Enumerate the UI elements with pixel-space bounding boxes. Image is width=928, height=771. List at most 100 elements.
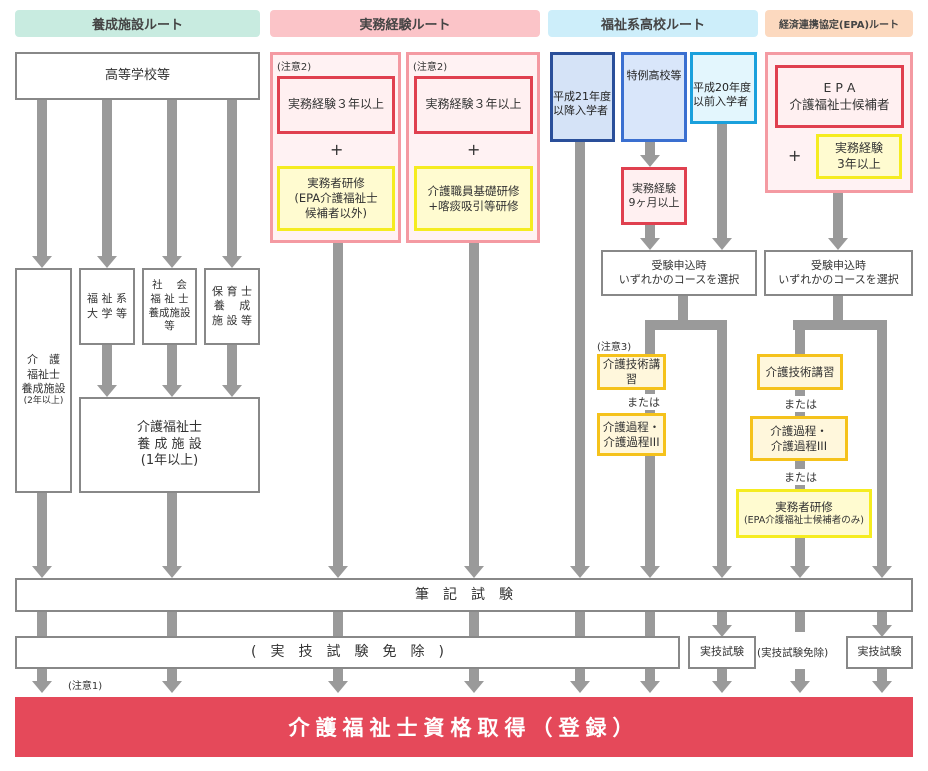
epa-candidate-box: E P A 介護福祉士候補者 (775, 65, 904, 128)
label: 介護過程III (603, 434, 660, 449)
care-technique-course-box: 介護技術講習 (597, 354, 666, 390)
label: 介護過程III (770, 438, 828, 453)
connector-line (575, 142, 585, 566)
arrow-down-icon (790, 681, 810, 693)
or-label: または (784, 396, 817, 412)
connector-line (877, 320, 887, 566)
label: 社 会 (152, 279, 187, 292)
childcare-facility-box: 保 育 士 養 成 施 設 等 (204, 268, 260, 345)
connector-line (167, 669, 177, 681)
connector-line (678, 296, 688, 325)
epa-practitioner-training-box: 実務者研修 (EPA介護福祉士候補者のみ) (736, 489, 872, 538)
label: 実務経験 (834, 140, 883, 155)
connector-line (333, 243, 343, 566)
label: 施 設 等 (212, 313, 252, 327)
arrow-down-icon (872, 566, 892, 578)
facility-1yr-box: 介護福祉士 養 成 施 設 (1年以上) (79, 397, 260, 493)
connector-line (167, 612, 177, 637)
note1-label: (注意1) (68, 681, 103, 692)
epa-care-process-course-box: 介護過程・ 介護過程III (750, 416, 848, 461)
label: 実務者研修 (775, 499, 833, 514)
label: 養成施設 (148, 306, 191, 319)
header-training-route: 養成施設ルート (15, 10, 260, 37)
label: 平成20年度 (693, 81, 751, 95)
arrow-down-icon (97, 256, 117, 268)
connector-line (645, 142, 655, 155)
label: 養成施設 (21, 381, 66, 395)
connector-line (37, 612, 47, 637)
label: E P A (823, 80, 856, 96)
connector-line (717, 669, 727, 681)
connector-line (469, 612, 479, 637)
connector-line (877, 669, 887, 681)
label: 福 祉 士 (150, 292, 189, 305)
arrow-down-icon (712, 566, 732, 578)
label: 保 育 士 (212, 285, 252, 299)
connector-line (645, 612, 655, 637)
certification-registration-bar: 介護福祉士資格取得（登録） (15, 697, 913, 757)
arrow-down-icon (712, 238, 732, 250)
label: 養 成 (213, 299, 251, 313)
connector-line (575, 669, 585, 681)
label: 受験申込時 (651, 258, 707, 272)
label: 福 祉 系 (87, 292, 127, 306)
label: 実務者研修 (307, 176, 365, 191)
label: (2年以上) (23, 396, 64, 407)
label: 介護福祉士 (136, 419, 202, 435)
arrow-down-icon (872, 625, 892, 637)
care-process-course-box: 介護過程・ 介護過程III (597, 413, 666, 456)
arrow-down-icon (97, 385, 117, 397)
arrow-down-icon (32, 256, 52, 268)
connector-line (227, 100, 237, 256)
arrow-down-icon (328, 566, 348, 578)
connector-line (717, 320, 727, 566)
connector-line (645, 669, 655, 681)
practical-exempt-bar: ( 実 技 試 験 免 除 ) (15, 636, 680, 669)
plus-sign: + (467, 140, 481, 159)
label: 福祉士 (27, 367, 60, 381)
epa-experience-box: 実務経験 3年以上 (816, 134, 902, 179)
label: 介護職員基礎研修 (427, 183, 520, 198)
arrow-down-icon (712, 681, 732, 693)
connector-line (717, 612, 727, 625)
connector-line (833, 296, 843, 325)
label: 等 (164, 320, 175, 333)
connector-line (37, 100, 47, 256)
arrow-down-icon (464, 681, 484, 693)
label: 介護過程・ (602, 419, 661, 434)
basic-care-training-box: 介護職員基礎研修 +喀痰吸引等研修 (414, 166, 533, 231)
label: 実務経験 (632, 181, 676, 195)
arrow-down-icon (464, 566, 484, 578)
arrow-down-icon (640, 238, 660, 250)
note2-label: (注意2) (277, 62, 312, 73)
label: 養 成 施 設 (137, 436, 202, 452)
label: 以降入学者 (553, 104, 608, 117)
arrow-down-icon (162, 256, 182, 268)
label: (EPA介護福祉士 (294, 191, 378, 206)
choose-course-box: 受験申込時 いずれかのコースを選択 (601, 250, 757, 296)
welfare-university-box: 福 祉 系 大 学 等 (79, 268, 135, 345)
connector-line (469, 669, 479, 681)
connector-line (102, 345, 112, 385)
label: +喀痰吸引等研修 (428, 198, 519, 213)
plus-sign: + (330, 140, 344, 159)
label: 3年以上 (837, 156, 881, 171)
connector-line (167, 345, 177, 385)
label: 平成21年度 (553, 90, 611, 104)
arrow-down-icon (790, 566, 810, 578)
connector-line (333, 612, 343, 637)
connector-line (333, 669, 343, 681)
arrow-down-icon (162, 385, 182, 397)
arrow-down-icon (570, 681, 590, 693)
practitioner-training-box: 実務者研修 (EPA介護福祉士 候補者以外) (277, 166, 395, 231)
label: 介 護 (27, 353, 60, 367)
connector-line (717, 124, 727, 238)
connector-line (167, 493, 177, 566)
connector-line (37, 669, 47, 681)
arrow-down-icon (828, 238, 848, 250)
arrow-down-icon (640, 155, 660, 167)
experience-3yr-box: 実務経験３年以上 (414, 76, 533, 134)
label: (EPA介護福祉士候補者のみ) (743, 514, 865, 526)
arrow-down-icon (32, 566, 52, 578)
